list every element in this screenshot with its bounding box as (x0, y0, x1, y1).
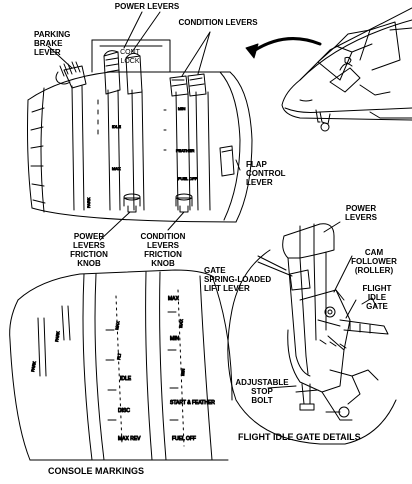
quadrant-track-mark-6: FUEL OFF (178, 176, 198, 181)
quadrant-track-mark-5: FEATHER (176, 148, 194, 153)
condition-max-marking: MAX (168, 296, 180, 302)
flight-idle-gate-detail (227, 221, 397, 445)
condition-start-marking: START & FEATHER (170, 400, 215, 406)
condition-fuel-off-marking: FUEL OFF (172, 436, 196, 442)
console-markings-drawing (9, 269, 233, 461)
power-max-rev-marking: MAX REV (118, 436, 141, 442)
label-flap-control-lever: FLAP CONTROL LEVER (246, 160, 286, 187)
power-idle-marking: IDLE (120, 376, 132, 382)
caption-flight-idle-gate-details: FLIGHT IDLE GATE DETAILS (238, 432, 361, 442)
label-cont-lock: CONT LOCK (120, 49, 140, 65)
quadrant-track-mark-4: MIN (178, 106, 185, 111)
view-arrow (245, 37, 322, 59)
label-adjustable-stop-bolt: ADJUSTABLE STOP BOLT (235, 378, 289, 405)
power-track-flt-marking: FLT (116, 352, 122, 360)
label-condition-levers-friction-knob: CONDITION LEVERS FRICTION KNOB (140, 232, 186, 268)
condition-min-marking: MIN (180, 368, 186, 376)
quadrant-track-mark-1: PARK (86, 197, 91, 208)
control-quadrant (27, 11, 253, 241)
condition-min-marking-2: MIN (170, 336, 180, 342)
quadrant-track-mark-2: IDLE (112, 124, 121, 129)
power-track-top-marking: MAX (114, 320, 120, 330)
brake-track-bottom-marking: PARK (54, 331, 60, 343)
condition-top-marking: MAX (178, 319, 184, 328)
label-power-levers-detail: POWER LEVERS (344, 204, 377, 222)
quadrant-track-mark-3: MAX (112, 166, 121, 171)
caption-console-markings: CONSOLE MARKINGS (48, 466, 145, 476)
label-gate-spring-loaded-lift-lever: GATE SPRING-LOADED LIFT LEVER (204, 266, 272, 293)
label-cam-follower-roller: CAM FOLLOWER (ROLLER) (351, 248, 397, 275)
brake-track-marking: PARK (30, 361, 37, 373)
label-parking-brake-lever: PARKING BRAKE LEVER (34, 30, 71, 57)
label-power-levers-top: POWER LEVERS (114, 2, 180, 11)
aircraft-nose-illustration (281, 7, 412, 132)
label-flight-idle-gate: FLIGHT IDLE GATE (362, 284, 392, 311)
label-condition-levers-top: CONDITION LEVERS (178, 18, 258, 27)
label-power-levers-friction-knob: POWER LEVERS FRICTION KNOB (70, 232, 108, 268)
power-disc-marking: DISC (118, 408, 130, 414)
